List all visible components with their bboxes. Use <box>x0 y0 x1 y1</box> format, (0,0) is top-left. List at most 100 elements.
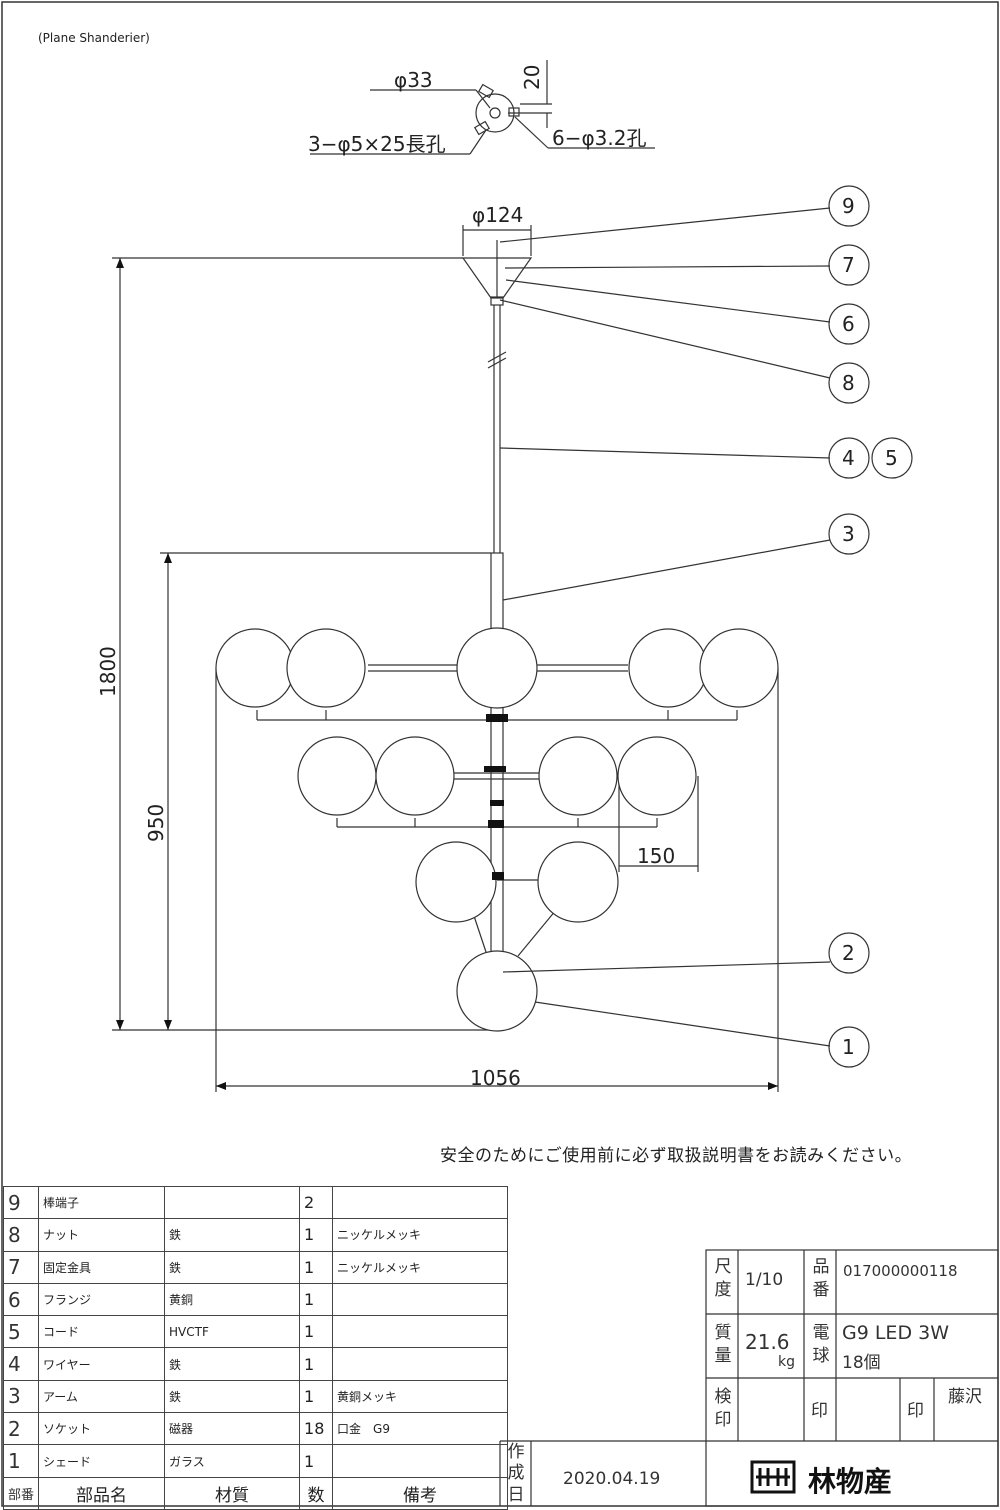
parts-header-material: 材質 <box>164 1476 301 1510</box>
parts-cell-material: 鉄 <box>164 1218 301 1252</box>
parts-cell-material: 磁器 <box>164 1412 301 1446</box>
parts-header-name: 部品名 <box>38 1476 166 1510</box>
parts-cell-qty: 1 <box>299 1379 334 1414</box>
partno-label: 品番 <box>812 1257 830 1300</box>
company-name: 林物産 <box>808 1465 893 1498</box>
bulb-label: 電球 <box>812 1323 830 1366</box>
mass-value: 21.6 <box>745 1330 790 1354</box>
parts-cell-no: 6 <box>2 1282 40 1317</box>
balloon-8: 8 <box>842 371 855 395</box>
balloon-4: 4 <box>842 446 855 470</box>
parts-cell-material: ガラス <box>164 1444 301 1478</box>
parts-cell-no: 5 <box>2 1315 40 1349</box>
parts-cell-remark <box>332 1347 509 1381</box>
parts-cell-qty: 1 <box>299 1218 334 1252</box>
stamp-2: 印 <box>907 1401 924 1421</box>
parts-cell-remark <box>332 1282 509 1317</box>
drawing-title: (Plane Shanderier) <box>38 31 150 45</box>
balloon-6: 6 <box>842 312 855 336</box>
parts-cell-no: 2 <box>2 1412 40 1446</box>
dim-1800: 1800 <box>96 646 120 697</box>
parts-cell-no: 7 <box>2 1250 40 1284</box>
parts-cell-remark: ニッケルメッキ <box>332 1250 509 1284</box>
parts-cell-no: 1 <box>2 1444 40 1478</box>
check-label: 検印 <box>714 1387 732 1430</box>
scale-value: 1/10 <box>745 1270 784 1290</box>
scale-label: 尺度 <box>714 1257 732 1300</box>
made-label: 作成日 <box>507 1442 525 1505</box>
parts-cell-name: アーム <box>38 1379 166 1414</box>
parts-cell-no: 8 <box>2 1218 40 1252</box>
approver: 藤沢 <box>948 1387 982 1407</box>
dim-holes-round: 6−φ3.2孔 <box>552 126 647 150</box>
parts-cell-qty: 1 <box>299 1250 334 1284</box>
parts-cell-remark: 黄銅メッキ <box>332 1379 509 1414</box>
parts-cell-remark <box>332 1444 509 1478</box>
parts-cell-material <box>164 1185 301 1220</box>
parts-cell-no: 3 <box>2 1379 40 1414</box>
bulb-count: 18個 <box>842 1353 881 1373</box>
dim-20: 20 <box>520 64 544 90</box>
parts-cell-qty: 1 <box>299 1315 334 1349</box>
parts-cell-material: HVCTF <box>164 1315 301 1349</box>
dim-1056: 1056 <box>470 1066 521 1090</box>
parts-cell-remark: 口金 G9 <box>332 1412 509 1446</box>
dim-d124: φ124 <box>472 203 524 227</box>
bulb-value: G9 LED 3W <box>842 1322 949 1344</box>
balloon-7: 7 <box>842 253 855 277</box>
parts-cell-name: 固定金具 <box>38 1250 166 1284</box>
balloon-1: 1 <box>842 1035 855 1059</box>
parts-cell-qty: 18 <box>299 1412 334 1446</box>
parts-header-remark: 備考 <box>332 1476 509 1510</box>
parts-cell-no: 9 <box>2 1185 40 1220</box>
balloon-9: 9 <box>842 194 855 218</box>
safety-note: 安全のためにご使用前に必ず取扱説明書をお読みください。 <box>440 1146 913 1166</box>
mass-label: 質量 <box>714 1323 732 1366</box>
partno-value: 017000000118 <box>843 1262 958 1280</box>
parts-cell-material: 鉄 <box>164 1250 301 1284</box>
parts-cell-name: フランジ <box>38 1282 166 1317</box>
parts-cell-remark <box>332 1315 509 1349</box>
parts-cell-qty: 2 <box>299 1185 334 1220</box>
parts-cell-material: 黄銅 <box>164 1282 301 1317</box>
parts-cell-name: 棒端子 <box>38 1185 166 1220</box>
dim-950: 950 <box>144 803 168 842</box>
stamp-1: 印 <box>811 1401 828 1421</box>
parts-cell-name: コード <box>38 1315 166 1349</box>
date-value: 2020.04.19 <box>563 1469 661 1489</box>
parts-cell-name: ワイヤー <box>38 1347 166 1381</box>
parts-cell-material: 鉄 <box>164 1379 301 1414</box>
parts-cell-name: ソケット <box>38 1412 166 1446</box>
balloon-2: 2 <box>842 941 855 965</box>
parts-cell-qty: 1 <box>299 1347 334 1381</box>
parts-cell-remark <box>332 1185 509 1220</box>
balloon-3: 3 <box>842 522 855 546</box>
parts-cell-no: 4 <box>2 1347 40 1381</box>
parts-header-no: 部番 <box>2 1476 40 1510</box>
parts-cell-name: シェード <box>38 1444 166 1478</box>
parts-cell-remark: ニッケルメッキ <box>332 1218 509 1252</box>
parts-cell-material: 鉄 <box>164 1347 301 1381</box>
parts-header-row: 部番部品名材質数備考 <box>2 1476 509 1510</box>
company-logo-icon <box>750 1460 796 1494</box>
parts-header-qty: 数 <box>299 1476 334 1510</box>
parts-cell-qty: 1 <box>299 1444 334 1478</box>
parts-cell-qty: 1 <box>299 1282 334 1317</box>
dim-d33: φ33 <box>394 68 433 92</box>
dim-150: 150 <box>637 844 676 868</box>
parts-cell-name: ナット <box>38 1218 166 1252</box>
balloon-5: 5 <box>885 446 898 470</box>
dim-holes-slot: 3−φ5×25長孔 <box>308 132 446 156</box>
mass-unit: kg <box>778 1354 795 1370</box>
